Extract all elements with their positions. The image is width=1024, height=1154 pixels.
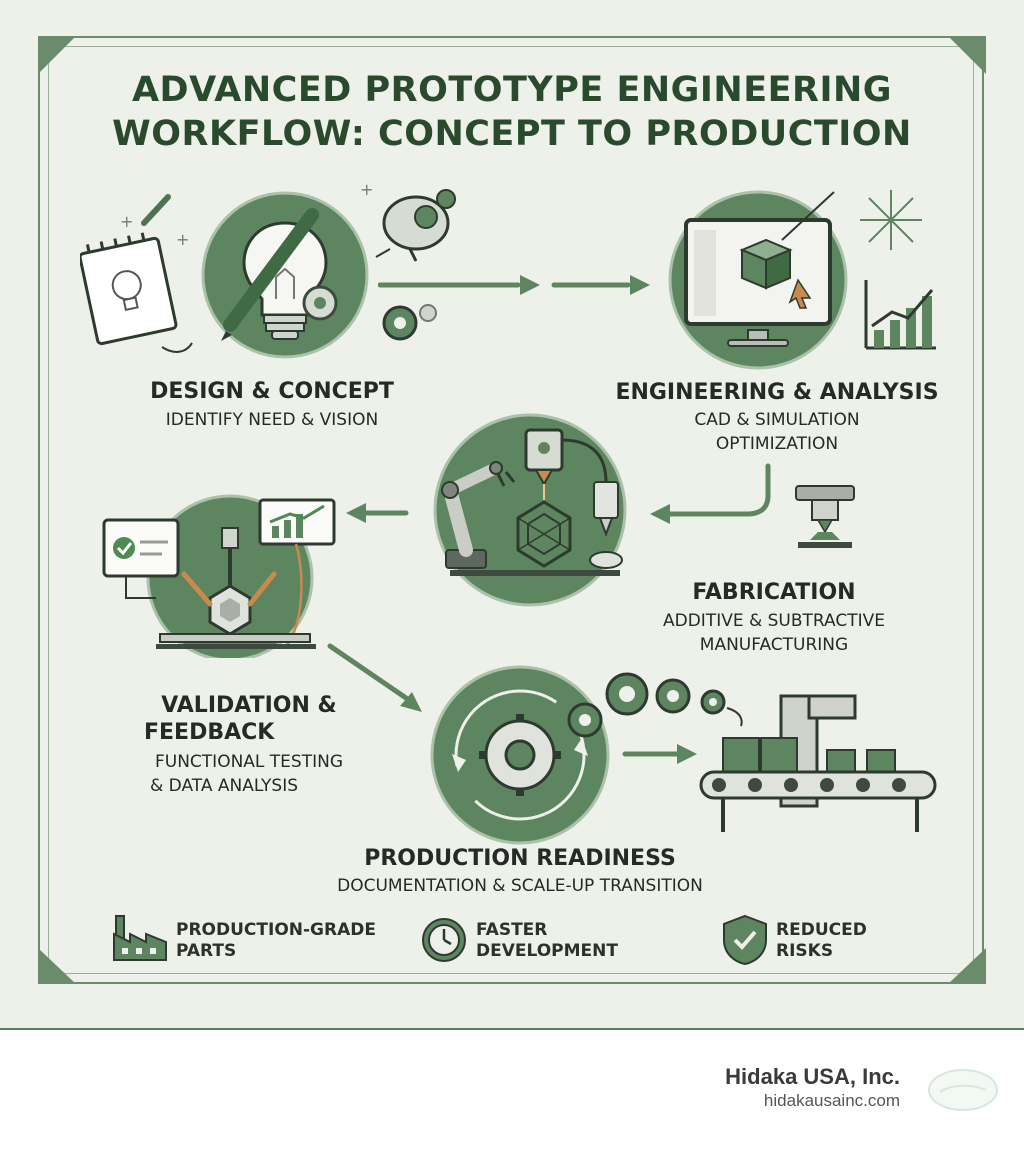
cad-cube-icon (739, 238, 793, 290)
flow-arrow-icon (650, 463, 771, 524)
spindle-icon (561, 438, 623, 569)
gear-icon (567, 702, 603, 738)
cnc-mill-icon (795, 485, 855, 548)
svg-text:+: + (176, 230, 189, 249)
benefit-label-line2: PARTS (176, 941, 237, 961)
benefit-label-line1: FASTER (476, 920, 548, 940)
benefit-label-line1: REDUCED (776, 920, 867, 940)
stage-subtitle-engineering-line2: OPTIMIZATION (715, 434, 839, 454)
stage-subtitle-design: IDENTIFY NEED & VISION (165, 410, 379, 430)
assembly-line-illustration (567, 672, 937, 832)
design-concept-illustration: + + + (80, 180, 456, 359)
stage-subtitle-validation-line2: & DATA ANALYSIS (150, 776, 299, 796)
page-title-line2: WORKFLOW: CONCEPT TO PRODUCTION (112, 114, 912, 154)
decorative-frame (38, 36, 984, 984)
brand-name: Hidaka USA, Inc. (725, 1064, 900, 1089)
page-title-line1: ADVANCED PROTOTYPE ENGINEERING (131, 70, 893, 110)
cursor-icon (788, 278, 812, 309)
data-chart-monitor-icon (258, 498, 336, 546)
gear-icon (419, 304, 437, 322)
notepad-sketch-icon (80, 232, 178, 346)
corner-ornament-icon (948, 36, 986, 74)
corner-ornament-icon (38, 36, 76, 74)
robot-arm-icon (441, 461, 516, 569)
brand-url: hidakausainc.com (763, 1091, 900, 1110)
corner-ornament-icon (38, 948, 76, 984)
light-bulb-icon (242, 221, 328, 340)
3d-printer-head-icon (524, 428, 564, 500)
gear-icon (700, 689, 726, 715)
benefit-faster-development: FASTER DEVELOPMENT (476, 920, 618, 962)
stage-subtitle-fabrication-line1: ADDITIVE & SUBTRACTIVE (662, 611, 886, 631)
brain-gears-icon (382, 189, 456, 262)
flow-arrow-icon (622, 744, 697, 764)
stage-subtitle-validation-line1: FUNCTIONAL TESTING (154, 752, 343, 772)
stage-title-design: DESIGN & CONCEPT (150, 379, 394, 404)
decorative-frame-inner (48, 46, 974, 974)
stage-title-engineering: ENGINEERING & ANALYSIS (615, 380, 939, 405)
benefit-reduced-risks: REDUCED RISKS (776, 920, 867, 962)
gear-icon (479, 714, 561, 796)
gear-icon (382, 305, 418, 341)
clock-icon (422, 918, 466, 962)
svg-text:+: + (120, 212, 133, 231)
engineering-analysis-illustration (668, 190, 936, 370)
lattice-part-icon (516, 500, 572, 568)
factory-icon (113, 915, 167, 961)
benefit-label-line1: PRODUCTION-GRADE (176, 920, 376, 940)
stage-subtitle-fabrication-line2: MANUFACTURING (699, 635, 849, 655)
gear-icon (605, 672, 649, 716)
validation-feedback-illustration (102, 494, 336, 658)
gear-icon (302, 285, 338, 321)
test-rig-icon (156, 527, 316, 649)
stage-title-fabrication: FABRICATION (692, 580, 856, 605)
expand-arrows-icon (860, 190, 922, 250)
flow-arrow-icon (378, 275, 650, 295)
drawing-pencil-icon (221, 208, 319, 341)
conveyor-belt-icon (699, 694, 937, 832)
corner-ornament-icon (948, 948, 986, 984)
gear-icon (655, 678, 691, 714)
stage-title-validation-line1: VALIDATION & (161, 693, 337, 718)
production-readiness-illustration (430, 665, 610, 845)
shield-check-icon (723, 914, 767, 966)
benefit-label-line2: RISKS (776, 941, 834, 961)
stage-title-production: PRODUCTION READINESS (364, 846, 676, 871)
flow-arrow-icon (327, 643, 422, 712)
svg-text:+: + (360, 180, 373, 199)
stage-title-validation-line2: FEEDBACK (144, 720, 275, 745)
flow-arrow-icon (346, 503, 409, 523)
growth-chart-icon (864, 280, 936, 350)
checkmark-window-icon (102, 518, 180, 578)
fabrication-illustration (433, 413, 627, 607)
stage-subtitle-engineering-line1: CAD & SIMULATION (694, 410, 860, 430)
benefit-label-line2: DEVELOPMENT (476, 941, 618, 961)
pencil-icon (141, 194, 171, 226)
stage-subtitle-production: DOCUMENTATION & SCALE-UP TRANSITION (337, 876, 703, 896)
brand-logo-icon (928, 1069, 998, 1111)
benefit-production-grade: PRODUCTION-GRADE PARTS (176, 920, 376, 962)
